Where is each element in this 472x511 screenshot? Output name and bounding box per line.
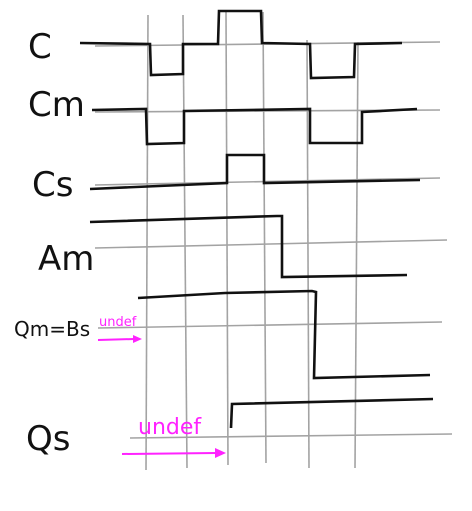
grid-horizontal-line: [94, 239, 448, 249]
signal-label-am: Am: [38, 239, 94, 279]
arrow-undef-qm: [97, 338, 135, 341]
horizontal-grid: [94, 41, 453, 439]
grid-horizontal-line: [94, 177, 441, 186]
signal-label-qs: Qs: [26, 419, 70, 459]
waveform-cs: [89, 153, 421, 191]
signal-label-qm-bs: Qm=Bs: [14, 317, 90, 341]
waveform-c: [79, 9, 403, 80]
grid-vertical-line: [182, 14, 188, 469]
grid-vertical-line: [225, 11, 229, 466]
grid-vertical-line: [306, 39, 310, 469]
grid-horizontal-line: [129, 433, 453, 439]
grid-vertical-line: [262, 11, 267, 464]
waveform-cm: [91, 107, 418, 146]
waveforms: [79, 9, 434, 429]
annotation-undef-qs: undef: [138, 415, 202, 440]
signal-labels: C Cm Cs Am Qm=Bs Qs: [14, 27, 94, 459]
signal-label-cs: Cs: [32, 165, 73, 205]
grid-vertical-line: [354, 41, 359, 469]
annotation-undef-qm: undef: [99, 315, 137, 330]
arrow-head-icon: [133, 335, 142, 343]
arrow-undef-qs: [121, 452, 217, 455]
grid-horizontal-line: [97, 321, 443, 329]
waveform-qm-bs: [137, 289, 431, 380]
signal-label-c: C: [28, 27, 52, 67]
signal-label-cm: Cm: [28, 85, 85, 125]
arrow-head-icon: [215, 448, 226, 458]
waveform-am: [89, 214, 408, 279]
waveform-qs: [229, 397, 434, 429]
annotations: undef undef: [97, 315, 226, 458]
grid-vertical-line: [145, 14, 149, 471]
